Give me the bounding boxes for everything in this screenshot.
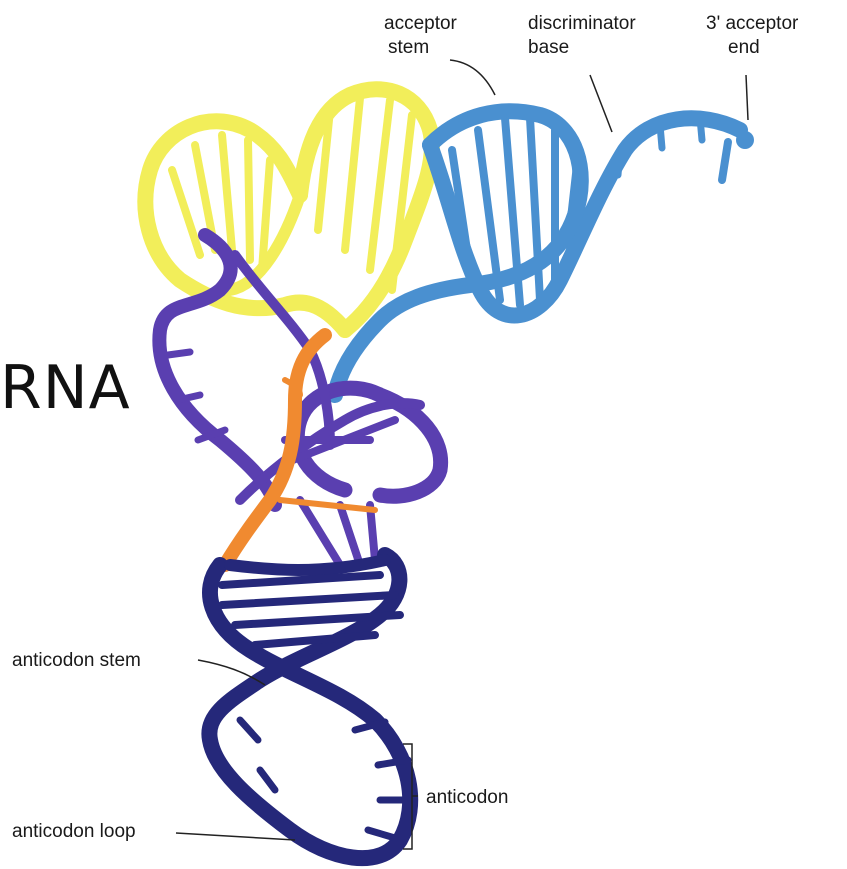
leader-discriminator-base bbox=[590, 75, 612, 132]
label-anticodon-loop: anticodon loop bbox=[12, 820, 136, 844]
leader-anticodon-loop bbox=[176, 833, 295, 840]
label-acceptor-stem: acceptor stem bbox=[384, 12, 457, 60]
leader-acceptor-end bbox=[746, 75, 748, 120]
label-anticodon-stem: anticodon stem bbox=[12, 649, 141, 673]
leader-lines bbox=[176, 60, 748, 849]
label-acceptor-end: 3' acceptor end bbox=[706, 12, 798, 60]
leader-acceptor-stem bbox=[450, 60, 495, 95]
label-discriminator-base: discriminator base bbox=[528, 12, 636, 60]
d-arm-yellow bbox=[145, 89, 432, 330]
anticodon-arm-navy bbox=[209, 555, 410, 858]
label-anticodon: anticodon bbox=[426, 786, 508, 810]
